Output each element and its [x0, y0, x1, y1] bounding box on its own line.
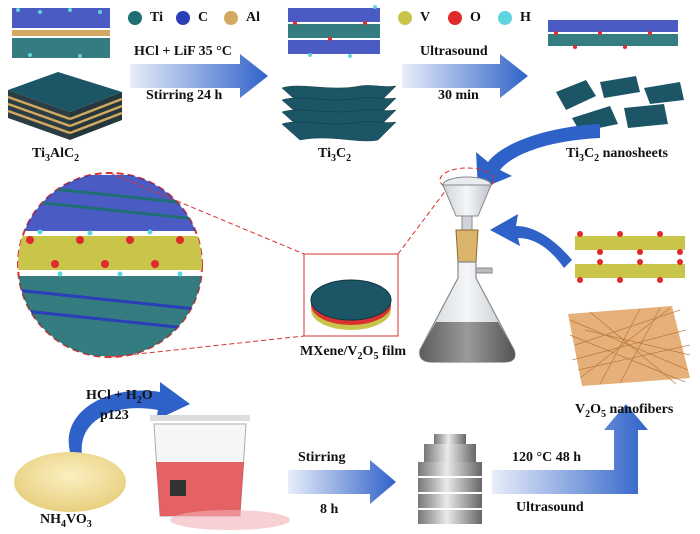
legend-h: H [498, 10, 531, 26]
step1-bottom: Stirring 24 h [146, 88, 223, 103]
curved-arrow-reagent [68, 382, 190, 454]
delaminated-crystal [548, 20, 678, 49]
arrow-to-nanofibers [492, 404, 648, 494]
legend-o-label: O [470, 10, 481, 25]
step3-bottom: 8 h [320, 502, 339, 517]
max-phase-block [7, 72, 123, 140]
beaker [150, 415, 290, 530]
legend-c: C [176, 10, 208, 26]
al-swatch [224, 11, 238, 25]
arrow-stirring [288, 460, 396, 504]
nh4vo3-powder [14, 452, 126, 512]
v2o5-crystal [575, 231, 685, 283]
step4-bottom: Ultrasound [516, 500, 584, 515]
legend-o: O [448, 10, 481, 26]
legend-v: V [398, 10, 430, 26]
legend-v-label: V [420, 10, 431, 25]
legend-ti-label: Ti [150, 10, 163, 25]
nanosheet-flakes [556, 76, 684, 132]
ti-swatch [128, 11, 142, 25]
legend-al: Al [224, 10, 260, 26]
zoom-circle [17, 172, 203, 358]
o-swatch [448, 11, 462, 25]
legend-ti: Ti [128, 10, 163, 26]
reagent-line1: HCl + H2O [86, 388, 153, 406]
c-swatch [176, 11, 190, 25]
step4-top: 120 °C 48 h [512, 450, 581, 465]
zoom-connectors [109, 167, 495, 358]
v-swatch [398, 11, 412, 25]
mxene-v2o5-film [310, 279, 392, 330]
mxene-crystal [288, 5, 380, 58]
legend-c-label: C [198, 10, 209, 25]
nanofibers-label: V2O5 nanofibers [575, 402, 674, 420]
nanosheets-label: Ti3C2 nanosheets [566, 146, 668, 164]
legend-al-label: Al [246, 10, 260, 25]
step3-top: Stirring [298, 450, 346, 465]
nanofiber-mat [568, 306, 691, 386]
h-swatch [498, 11, 512, 25]
autoclave [418, 434, 482, 524]
mxene-label: Ti3C2 [318, 146, 352, 164]
max-phase-crystal [12, 8, 110, 58]
step2-bottom: 30 min [438, 88, 479, 103]
filtration-flask [419, 176, 516, 363]
legend-h-label: H [520, 10, 531, 25]
arrow-to-funnel [476, 124, 600, 190]
arrow-etching [130, 54, 268, 98]
film-label: MXene/V2O5 film [300, 344, 407, 362]
mxene-layers [281, 85, 397, 142]
step2-top: Ultrasound [420, 44, 488, 59]
reagent-line2: p123 [100, 408, 129, 423]
arrow-delamination [402, 54, 528, 98]
step1-top: HCl + LiF 35 °C [134, 44, 232, 59]
precursor-label: NH4VO3 [40, 512, 92, 530]
arrow-to-flask [490, 214, 572, 268]
max-phase-label: Ti3AlC2 [32, 146, 80, 164]
